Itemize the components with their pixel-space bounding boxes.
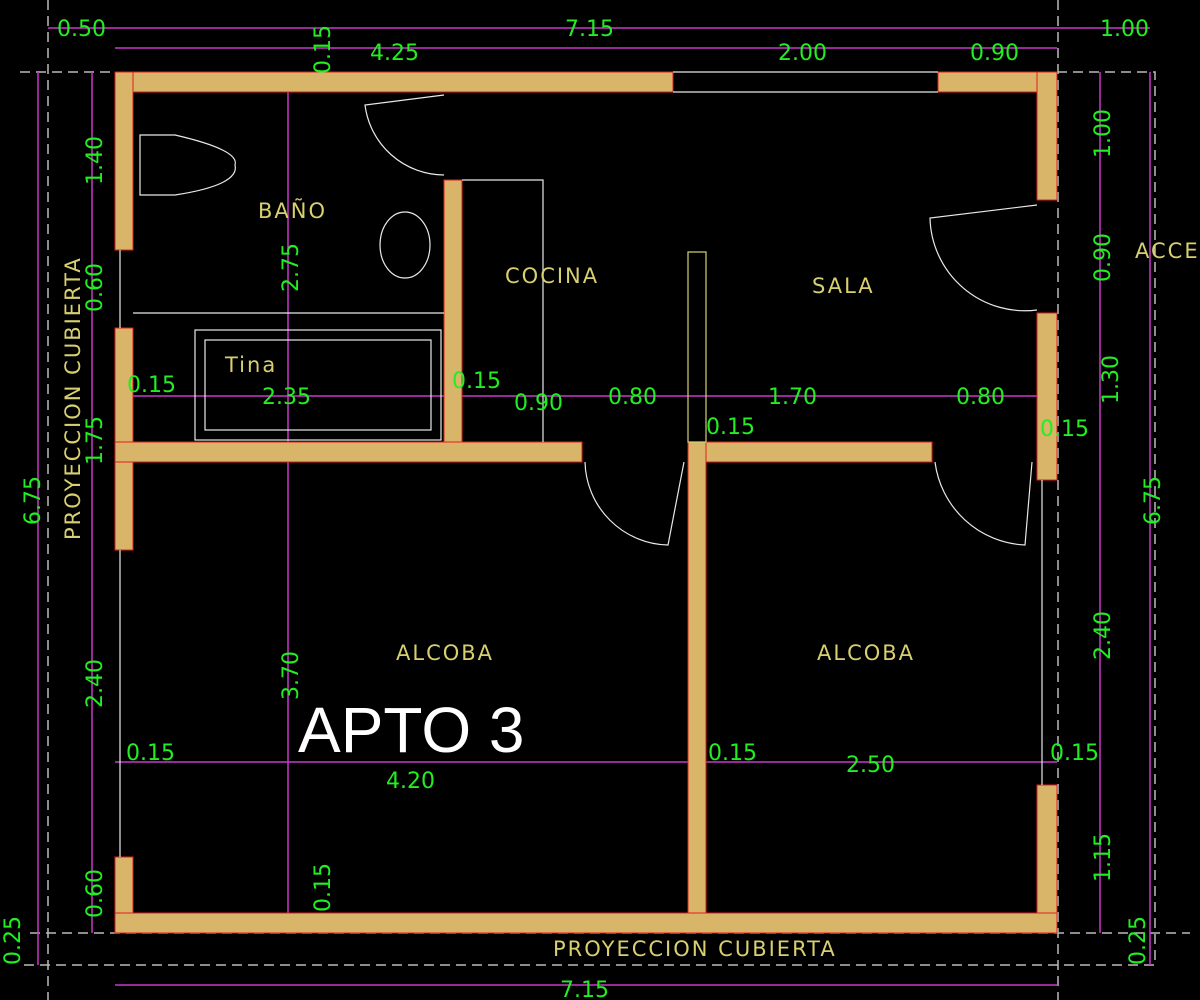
room-label-bedroom-left: ALCOBA: [396, 641, 494, 665]
dim-row1-6: 0.80: [956, 385, 1005, 410]
room-label-access: ACCE: [1135, 239, 1200, 263]
dim-row1-7: 0.15: [1040, 417, 1089, 442]
dim-left-5: 0.60: [83, 869, 108, 918]
toilet-icon: [139, 134, 236, 196]
dim-bed-height: 3.70: [279, 651, 304, 700]
room-label-living: SALA: [812, 274, 875, 298]
dim-left-3: 1.75: [83, 416, 108, 465]
column: [687, 251, 707, 443]
dim-right-1: 1.00: [1091, 109, 1116, 158]
dim-bottom-total: 7.15: [560, 978, 609, 1000]
dim-row1-3: 0.90: [514, 391, 563, 416]
dim-right-5: 1.15: [1091, 833, 1116, 882]
apartment-title: APTO 3: [298, 694, 524, 766]
sink-icon: [379, 211, 431, 279]
roof-projection-outline: [20, 0, 1190, 1000]
dim-right-4: 2.40: [1091, 611, 1116, 660]
roof-projection-bottom: PROYECCION CUBIERTA: [553, 937, 837, 961]
dim-top-right-overhang: 1.00: [1100, 17, 1149, 42]
room-label-kitchen: COCINA: [505, 264, 599, 288]
dim-row2-1: 4.20: [386, 769, 435, 794]
dim-row2-4: 0.15: [1050, 741, 1099, 766]
dim-row1-2: 0.15: [452, 369, 501, 394]
dim-bottom-wall: 0.15: [311, 863, 336, 912]
dim-row2-3: 2.50: [846, 753, 895, 778]
dim-left-1: 1.40: [83, 136, 108, 185]
dim-bath-height: 2.75: [279, 243, 304, 292]
bathtub: [194, 329, 442, 441]
roof-projection-left: PROYECCION CUBIERTA: [61, 256, 85, 540]
dim-left-overhang: 0.25: [1, 916, 26, 965]
door-swing-bedroom-left: [584, 461, 685, 546]
door-swing-entrance: [929, 204, 1038, 312]
dim-row2-0: 0.15: [126, 741, 175, 766]
door-swing-bedroom-right: [934, 461, 1033, 546]
dim-row1-0: 0.15: [127, 373, 176, 398]
dim-row2-2: 0.15: [708, 741, 757, 766]
dim-row1-5: 1.70: [768, 385, 817, 410]
dim-top-window: 2.00: [778, 41, 827, 66]
dim-top-bath: 4.25: [370, 41, 419, 66]
dim-right-total: 6.75: [1141, 476, 1166, 525]
dim-left-total: 6.75: [21, 476, 46, 525]
room-label-tub: Tina: [224, 353, 277, 377]
dim-right-overhang: 0.25: [1126, 916, 1151, 965]
door-swing-bath: [364, 94, 445, 176]
walls: [114, 71, 1058, 934]
dim-left-2: 0.60: [83, 263, 108, 312]
dim-top-left-overhang: 0.50: [57, 17, 106, 42]
dim-row1-1: 2.35: [262, 385, 311, 410]
dim-right-2: 0.90: [1091, 233, 1116, 282]
dim-right-3: 1.30: [1099, 355, 1124, 404]
dim-row1-4: 0.80: [608, 385, 657, 410]
dim-partition: 0.15: [706, 415, 755, 440]
room-label-bedroom-right: ALCOBA: [817, 641, 915, 665]
dimension-lines: [37, 27, 1151, 986]
dim-top-right-seg: 0.90: [970, 41, 1019, 66]
dim-left-4: 2.40: [83, 659, 108, 708]
dim-top-wall: 0.15: [311, 25, 336, 74]
room-label-bath: BAÑO: [258, 197, 327, 223]
dim-top-total: 7.15: [565, 17, 614, 42]
fixtures: [119, 71, 1043, 857]
